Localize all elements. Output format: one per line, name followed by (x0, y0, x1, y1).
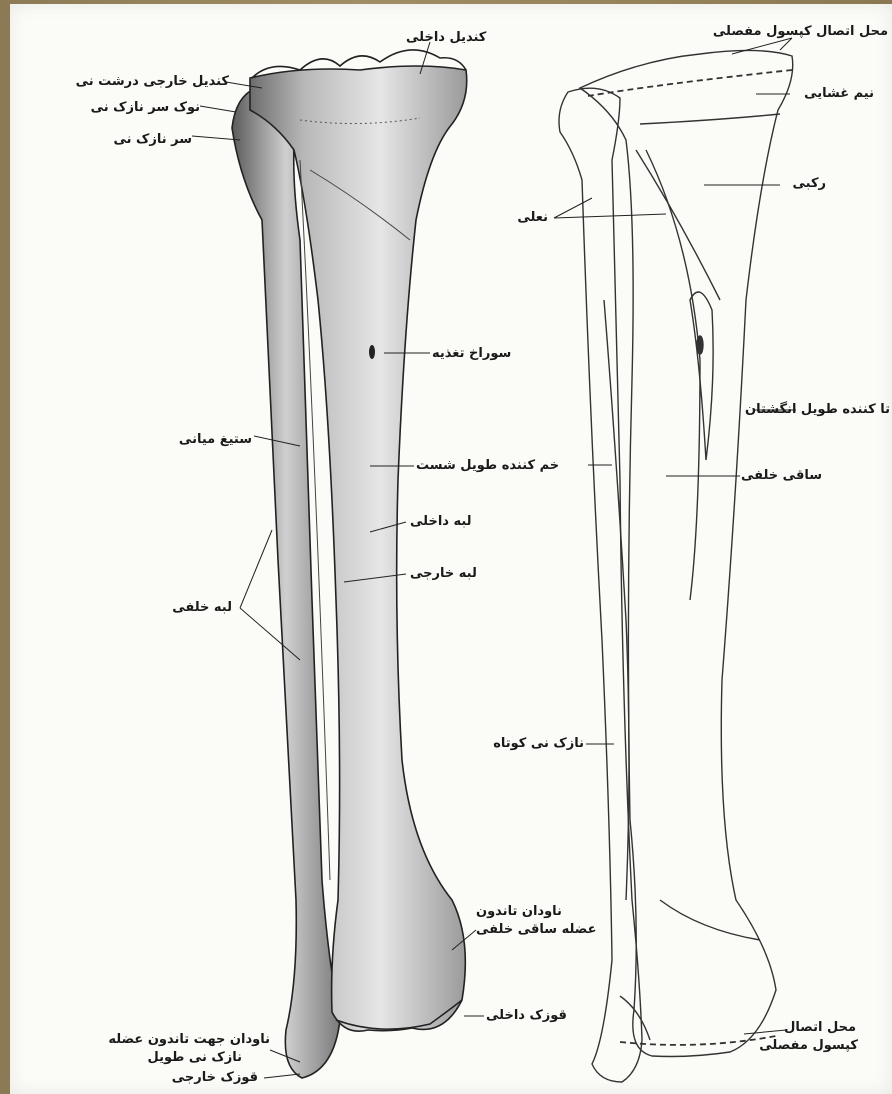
label-capsule-attachment-bottom-1: محل اتصال (784, 1020, 856, 1035)
label-lateral-malleolus: قوزک خارجی (172, 1070, 258, 1085)
label-peroneus-groove-2: نازک نی طویل (147, 1050, 242, 1065)
label-medial-border: لبه داخلی (410, 514, 472, 529)
label-medial-malleolus: قوزک داخلی (486, 1008, 567, 1023)
label-lateral-condyle: کندیل خارجی درشت نی (76, 74, 229, 89)
label-peroneus-groove-1: ناودان جهت تاندون عضله (108, 1032, 270, 1047)
label-posterior-border: لبه خلفی (172, 600, 232, 615)
label-tibialis-posterior-groove-1: ناودان تاندون (476, 904, 562, 919)
label-nutrient-foramen: سوراخ تغذیه (432, 346, 511, 361)
label-soleus: نعلی (517, 210, 548, 225)
label-flexor-hallucis-longus: خم کننده طویل شست (416, 458, 559, 473)
label-lateral-border: لبه خارجی (410, 566, 477, 581)
label-semimembranosus: نیم غشایی (804, 86, 874, 101)
label-fibula-head-apex: نوک سر نازک نی (91, 100, 200, 115)
label-fibula-head: سر نازک نی (113, 132, 192, 147)
label-capsule-attachment-bottom-2: کپسول مفصلی (759, 1038, 858, 1053)
label-tibialis-posterior: ساقی خلفی (741, 468, 822, 483)
label-interosseous-border: ستیغ میانی (179, 432, 252, 447)
right-tibia (580, 50, 793, 1056)
left-bones (232, 50, 467, 1078)
label-tibialis-posterior-groove-2: عضله ساقی خلفی (476, 922, 596, 937)
label-flexor-digitorum-longus: تا کننده طویل انگشتان (745, 402, 890, 417)
label-medial-condyle: کندیل داخلی (406, 30, 486, 45)
label-popliteus: رکبی (792, 176, 826, 191)
label-peroneus-brevis: نازک نی کوتاه (493, 736, 584, 751)
label-capsule-attachment-top: محل اتصال کپسول مفصلی (713, 24, 888, 39)
